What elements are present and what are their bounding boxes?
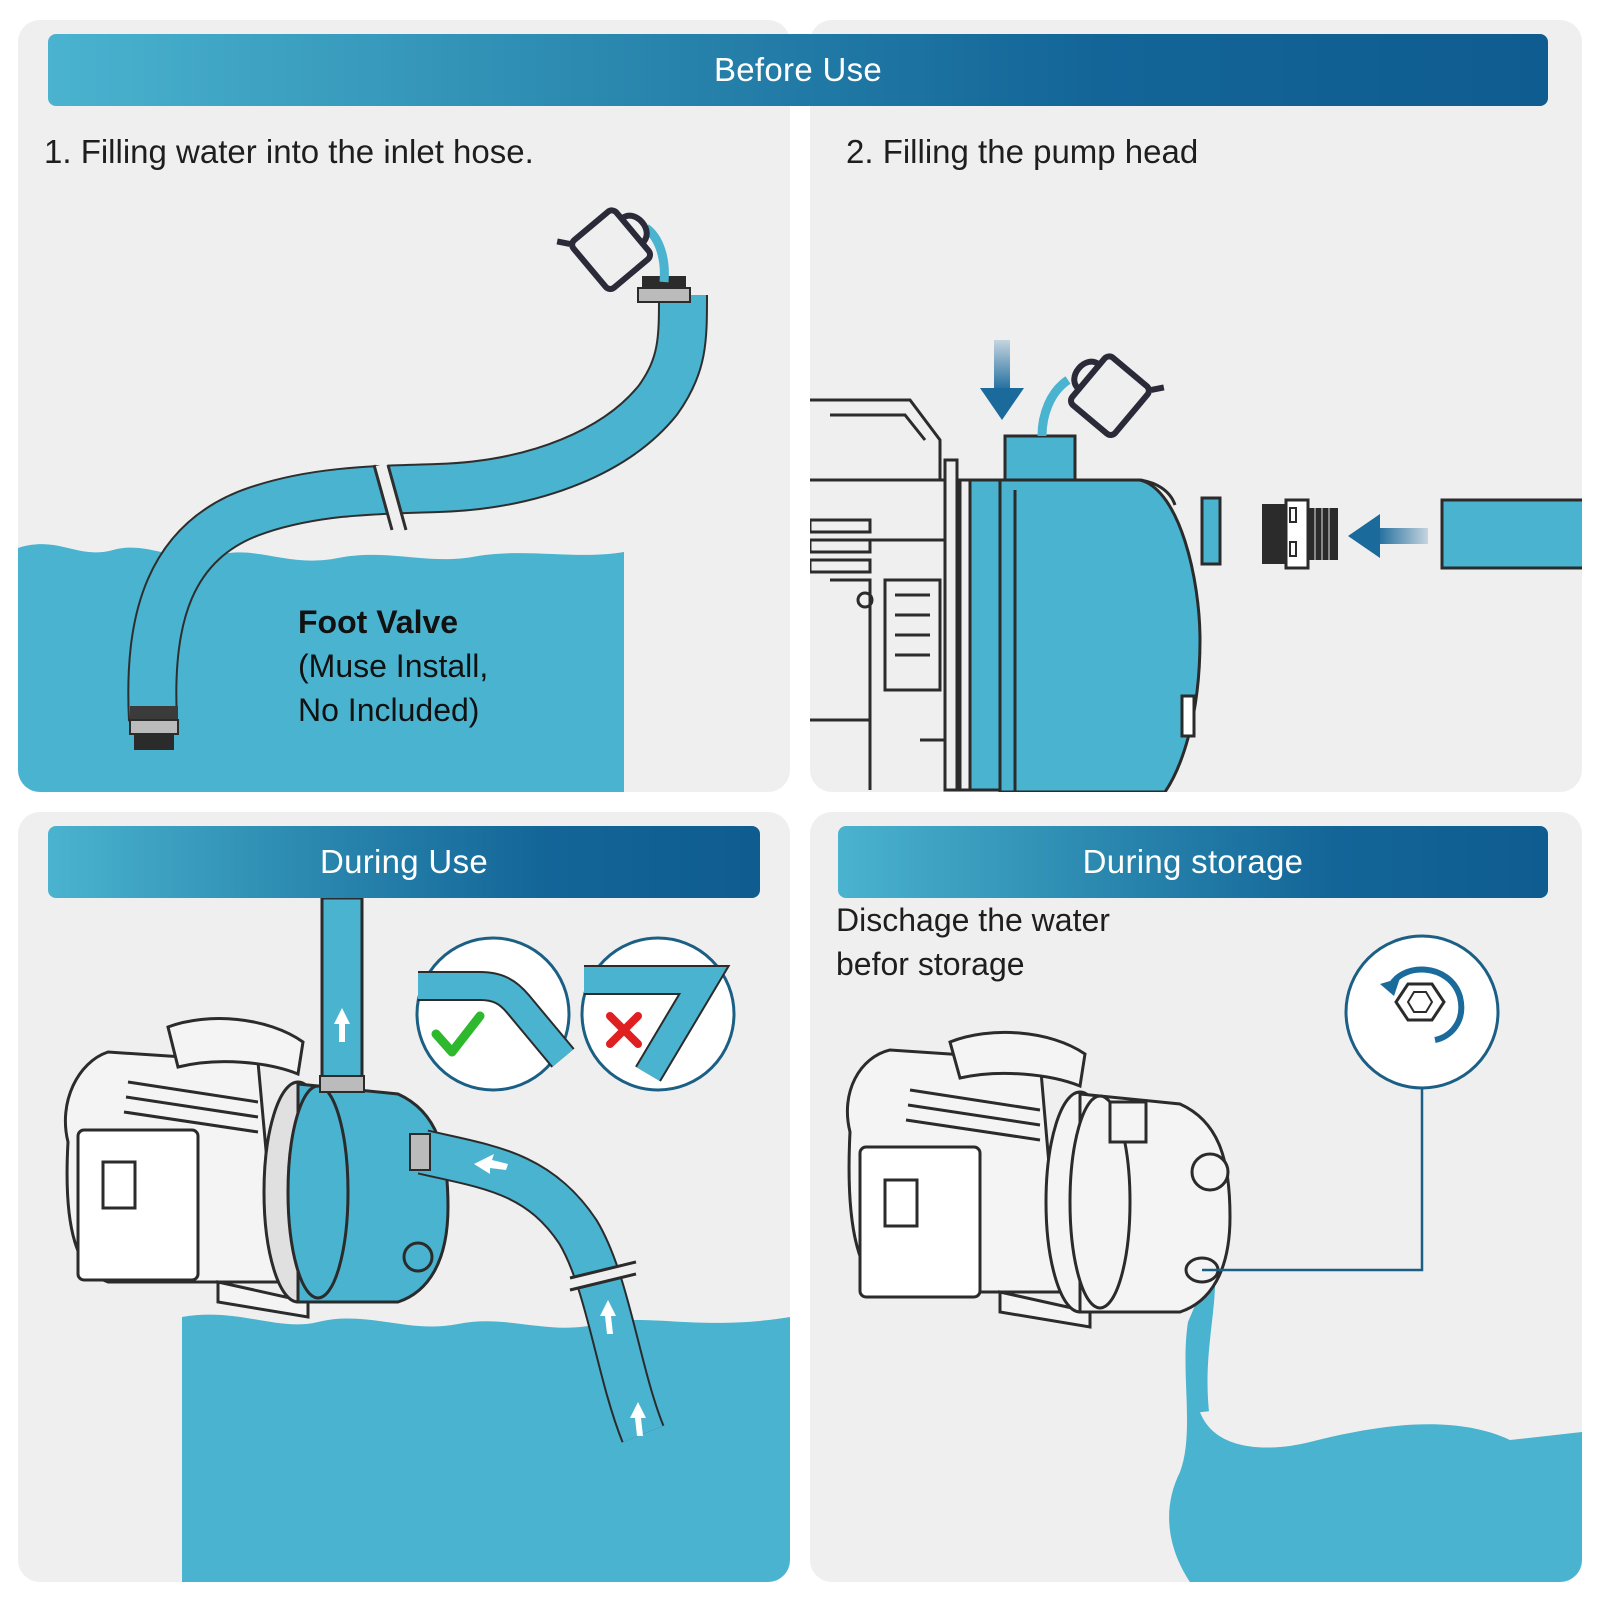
during-storage-illustration	[845, 934, 1582, 1582]
step-2-text: 2. Filling the pump head	[846, 133, 1199, 170]
foot-valve-connector	[129, 706, 179, 750]
foot-valve-title: Foot Valve	[298, 604, 459, 640]
pump-motor	[810, 398, 972, 792]
inlet-hose-illustration	[18, 207, 708, 792]
outlet-pipe	[320, 896, 364, 1090]
storage-line-2: befor storage	[836, 946, 1025, 982]
down-arrow-icon	[980, 340, 1024, 420]
pump-head-illustration	[810, 340, 1582, 792]
pump-unit	[845, 1030, 1232, 1329]
during-use-banner: During Use	[48, 826, 760, 898]
outlet-hose	[1440, 498, 1582, 570]
drain-plug-bubble	[1344, 934, 1500, 1090]
panel-during-use	[18, 812, 790, 1582]
water-reservoir	[182, 1314, 790, 1582]
rotate-drain-plug-icon	[1380, 966, 1465, 1043]
panel-fill-inlet-hose: 1. Filling water into the inlet hose. Fo…	[18, 20, 790, 792]
wrong-bend-bubble	[580, 936, 736, 1092]
storage-line-1: Dischage the water	[836, 902, 1110, 938]
panel-during-storage: Dischage the water befor storage	[810, 812, 1582, 1582]
cross-icon	[606, 1012, 642, 1048]
foot-valve-note-2: No Included)	[298, 692, 480, 728]
top-hose-connector	[637, 276, 691, 303]
during-storage-banner: During storage	[838, 826, 1548, 898]
water-puddle	[1169, 1270, 1582, 1582]
pump-body	[968, 434, 1222, 792]
correct-bend-bubble	[415, 936, 575, 1092]
pitcher-icon	[1068, 353, 1165, 438]
panel-fill-pump-head: 2. Filling the pump head	[810, 20, 1582, 792]
during-use-illustration	[63, 896, 790, 1582]
pump-body	[262, 1075, 450, 1304]
foot-valve-label: Foot Valve (Muse Install, No Included)	[298, 600, 488, 732]
before-use-banner: Before Use	[48, 34, 1548, 106]
storage-instructions: Dischage the water befor storage	[836, 898, 1110, 986]
step-1-text: 1. Filling water into the inlet hose.	[44, 133, 534, 170]
pitcher-icon	[556, 207, 653, 292]
left-arrow-icon	[1348, 514, 1428, 558]
check-icon	[431, 1011, 485, 1057]
threaded-fitting	[1262, 498, 1338, 570]
foot-valve-note-1: (Muse Install,	[298, 648, 489, 684]
pump-motor	[63, 1017, 310, 1319]
